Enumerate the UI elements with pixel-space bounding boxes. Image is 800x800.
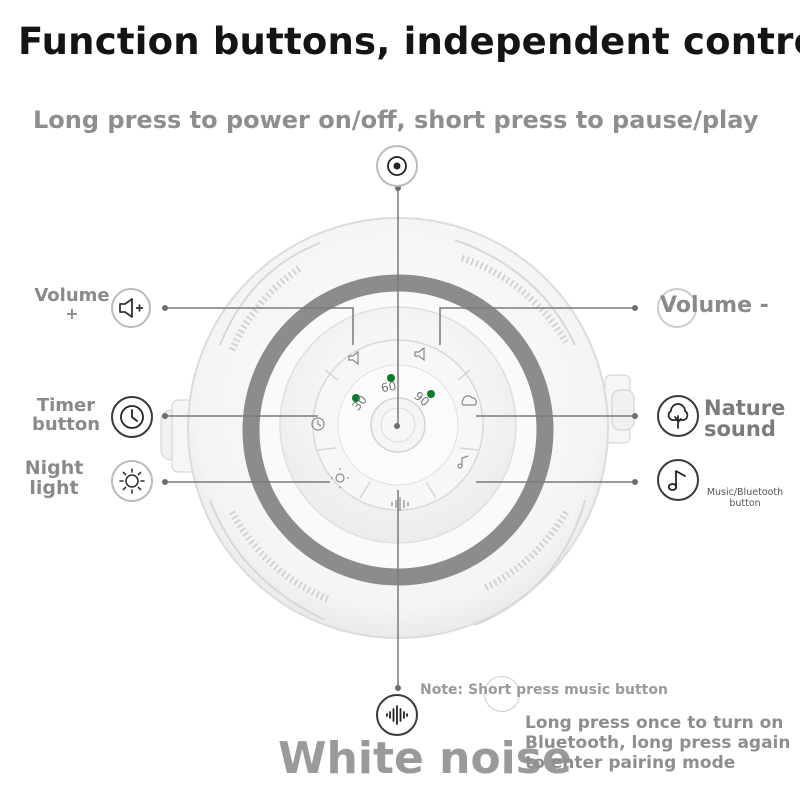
device-wave-icon	[391, 497, 409, 511]
page-subtitle: Long press to power on/off, short press …	[33, 106, 759, 134]
body-seams	[209, 239, 586, 626]
timer-label: Timer button	[31, 395, 101, 435]
timer-icon	[111, 396, 153, 438]
led-30	[352, 394, 360, 402]
nature-sound-label: Nature sound	[704, 396, 786, 441]
volume-up-icon	[111, 288, 151, 328]
volume-minus-label: Volume -	[660, 293, 769, 318]
night-light-label: Night light	[24, 457, 84, 499]
callout-lines	[165, 188, 635, 688]
page-title: Function buttons, independent control	[18, 20, 800, 63]
music-bluetooth-label: Music/Bluetooth button	[706, 487, 784, 509]
night-light-icon	[111, 460, 153, 502]
note-long-press: Long press once to turn on Bluetooth, lo…	[525, 713, 791, 773]
right-knob	[604, 374, 635, 444]
nature-sound-icon	[657, 395, 699, 437]
speaker-grilles	[228, 254, 570, 604]
note-marker-circle	[484, 676, 520, 712]
volume-plus-label: Volume +	[34, 285, 110, 323]
power-icon	[376, 145, 418, 187]
music-note-icon	[657, 459, 699, 501]
timer-label-60: 60	[379, 378, 398, 396]
led-60	[387, 374, 395, 382]
white-noise-label: White noise	[278, 733, 572, 784]
white-noise-icon	[376, 694, 418, 736]
note-short-press: Note: Short press music button	[420, 682, 668, 698]
volume-down-icon	[657, 288, 697, 328]
led-90	[427, 390, 435, 398]
